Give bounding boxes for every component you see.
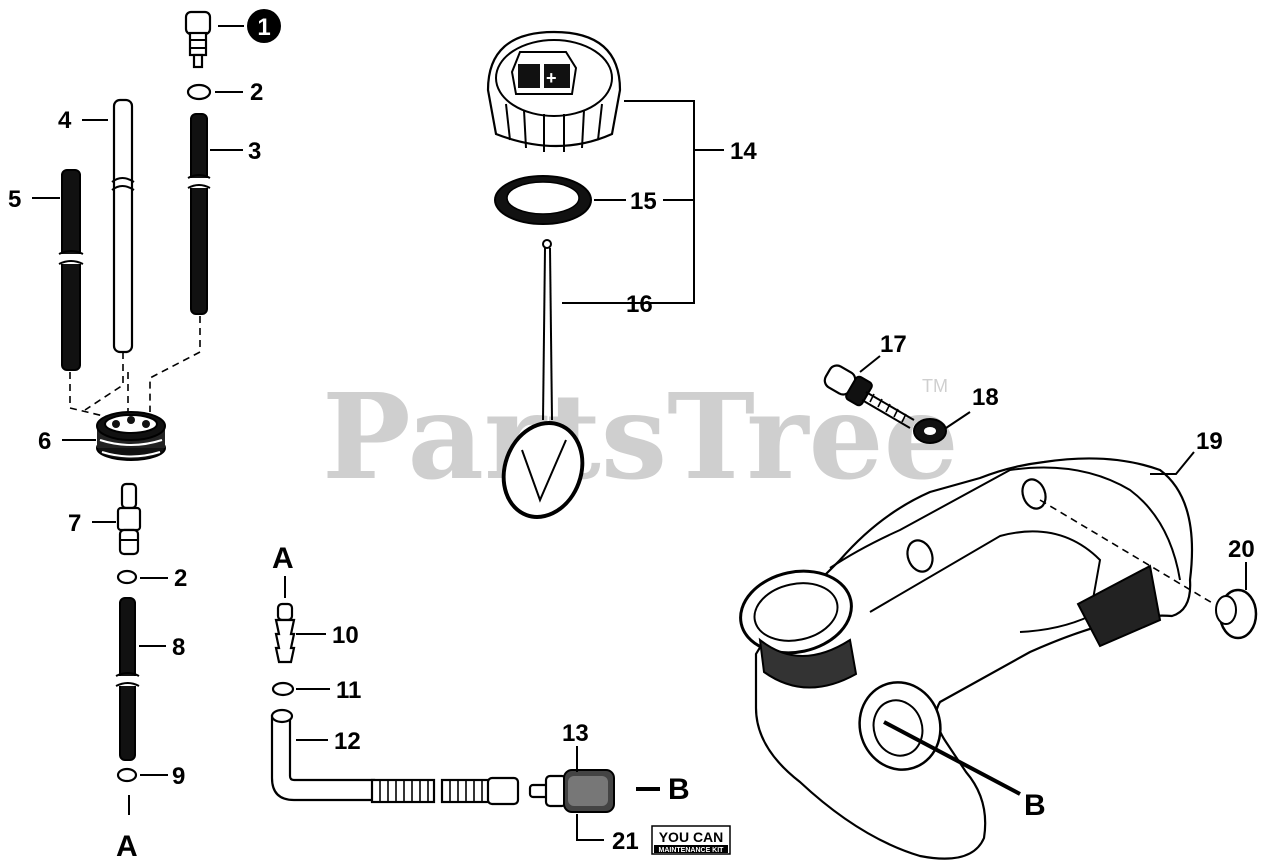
part-3-dark-tube[interactable] bbox=[187, 113, 211, 315]
part-14-fuel-cap[interactable]: + bbox=[486, 30, 622, 152]
part-18-washer[interactable] bbox=[913, 418, 947, 444]
connector-b-right: B bbox=[668, 773, 690, 806]
connector-b-tank: B bbox=[1024, 789, 1046, 822]
part-2-o-ring-bottom[interactable] bbox=[116, 569, 138, 585]
callout-1-badge: 1 bbox=[247, 9, 281, 43]
callout-15: 15 bbox=[630, 188, 657, 215]
callout-19: 19 bbox=[1196, 428, 1223, 455]
callout-9: 9 bbox=[172, 763, 185, 790]
callout-20: 20 bbox=[1228, 536, 1255, 563]
part-13-fuel-filter[interactable] bbox=[528, 769, 615, 813]
svg-text:+: + bbox=[546, 68, 557, 88]
callout-10: 10 bbox=[332, 622, 359, 649]
part-10-fitting[interactable] bbox=[274, 602, 296, 664]
leader-lines-cap bbox=[562, 100, 724, 304]
callout-18: 18 bbox=[972, 384, 999, 411]
callout-6: 6 bbox=[38, 428, 51, 455]
part-16-fuel-filter-tether[interactable] bbox=[491, 239, 595, 528]
part-4-clear-tube[interactable] bbox=[111, 98, 135, 354]
callout-4: 4 bbox=[58, 107, 72, 134]
callout-2-top: 2 bbox=[250, 79, 263, 106]
guide-lines-tubes-to-grommet bbox=[69, 316, 201, 419]
part-20-grommet[interactable] bbox=[1215, 588, 1258, 640]
callout-5: 5 bbox=[8, 186, 21, 213]
callout-13: 13 bbox=[562, 720, 589, 747]
part-8-dark-tube[interactable] bbox=[115, 597, 140, 761]
callout-16: 16 bbox=[626, 291, 653, 318]
callout-2-bottom: 2 bbox=[174, 565, 187, 592]
kit-badge-bottom: MAINTENANCE KIT bbox=[659, 847, 725, 854]
leader-lines-right bbox=[859, 355, 1247, 796]
part-9-o-ring[interactable] bbox=[116, 767, 138, 783]
part-2-o-ring-top[interactable] bbox=[186, 83, 212, 101]
callout-7: 7 bbox=[68, 510, 81, 537]
callout-1-label: 1 bbox=[257, 14, 270, 41]
connector-a-top: A bbox=[272, 542, 294, 575]
connector-a-bottom: A bbox=[116, 830, 138, 863]
callout-17: 17 bbox=[880, 331, 907, 358]
callout-11: 11 bbox=[336, 677, 361, 704]
watermark-trademark: TM bbox=[922, 376, 948, 396]
part-5-dark-tube[interactable] bbox=[58, 169, 84, 371]
callout-14: 14 bbox=[730, 138, 757, 165]
maintenance-kit-badge: YOU CAN MAINTENANCE KIT bbox=[651, 825, 731, 855]
part-19-fuel-tank[interactable] bbox=[733, 457, 1194, 860]
part-7-fitting[interactable] bbox=[116, 482, 142, 556]
part-6-grommet[interactable] bbox=[96, 411, 166, 461]
part-1-plug[interactable] bbox=[184, 10, 212, 69]
leader-lines-middle bbox=[296, 633, 660, 841]
callout-12: 12 bbox=[334, 728, 361, 755]
kit-badge-top: YOU CAN bbox=[659, 829, 724, 845]
part-11-o-ring[interactable] bbox=[271, 681, 295, 697]
callout-8: 8 bbox=[172, 634, 185, 661]
leader-lines-left bbox=[32, 25, 244, 776]
part-15-gasket[interactable] bbox=[494, 175, 592, 225]
part-12-fuel-line[interactable] bbox=[270, 708, 520, 806]
callout-21: 21 bbox=[612, 828, 639, 855]
part-17-screw[interactable] bbox=[822, 363, 915, 429]
callout-3: 3 bbox=[248, 138, 261, 165]
